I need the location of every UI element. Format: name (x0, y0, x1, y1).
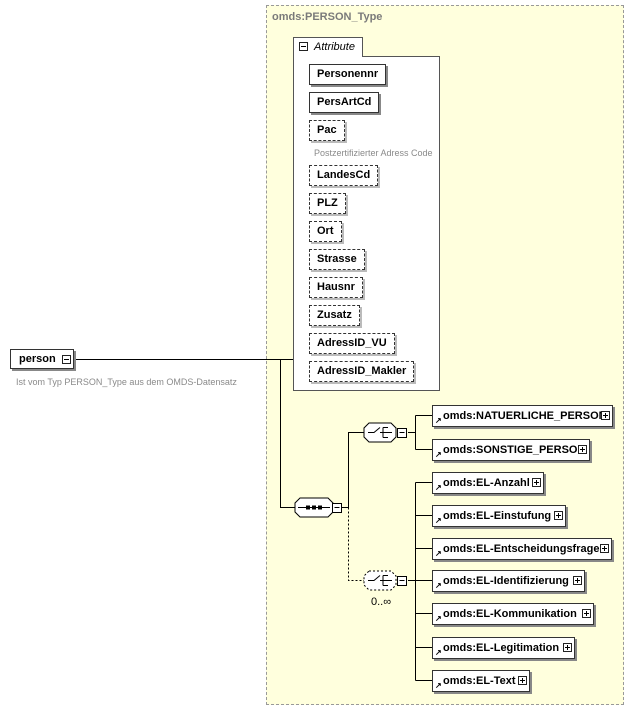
reference-arrow-icon: ↗ (435, 450, 442, 459)
element-natuerliche-person[interactable]: ↗ omds:NATUERLICHE_PERSON (432, 405, 613, 427)
attribute-hausnr[interactable]: Hausnr (309, 277, 363, 298)
element-label: omds:EL-Kommunikation (443, 608, 577, 620)
element-label: omds:EL-Anzahl (443, 477, 530, 489)
element-label: omds:EL-Identifizierung (443, 575, 569, 587)
element-el-text[interactable]: ↗ omds:EL-Text (432, 670, 530, 692)
optional-choice-compositor[interactable] (363, 570, 397, 591)
attribute-personennr[interactable]: Personennr (309, 64, 387, 85)
expand-icon[interactable] (573, 576, 582, 585)
expand-icon[interactable] (563, 643, 572, 652)
root-element-label: person (19, 353, 56, 365)
collapse-icon[interactable] (299, 42, 308, 51)
element-el-identifizierung[interactable]: ↗ omds:EL-Identifizierung (432, 570, 585, 592)
element-label: omds:NATUERLICHE_PERSON (443, 410, 607, 422)
expand-icon[interactable] (600, 544, 609, 553)
element-sonstige-person[interactable]: ↗ omds:SONSTIGE_PERSON (432, 439, 590, 461)
root-element-note: Ist vom Typ PERSON_Type aus dem OMDS-Dat… (16, 377, 237, 387)
attribute-adressid-vu[interactable]: AdressID_VU (309, 333, 395, 354)
attribute-plz[interactable]: PLZ (309, 193, 346, 214)
attribute-persartcd[interactable]: PersArtCd (309, 92, 380, 113)
element-label: omds:EL-Entscheidungsfrage (443, 543, 600, 555)
root-element-person[interactable]: person (10, 349, 74, 369)
choice-toggle[interactable] (397, 428, 407, 438)
element-el-legitimation[interactable]: ↗ omds:EL-Legitimation (432, 637, 575, 659)
reference-arrow-icon: ↗ (435, 549, 442, 558)
attribute-landescd[interactable]: LandesCd (309, 165, 379, 186)
reference-arrow-icon: ↗ (435, 483, 442, 492)
collapse-icon[interactable] (62, 355, 71, 364)
connector-lines (74, 359, 432, 681)
element-label: omds:SONSTIGE_PERSON (443, 444, 586, 456)
element-el-einstufung[interactable]: ↗ omds:EL-Einstufung (432, 505, 566, 527)
expand-icon[interactable] (578, 445, 587, 454)
optional-connector (348, 507, 364, 581)
occurrence-label: 0..∞ (371, 596, 392, 608)
expand-icon[interactable] (601, 411, 610, 420)
attribute-pac[interactable]: Pac (309, 120, 345, 141)
element-label: omds:EL-Legitimation (443, 642, 560, 654)
expand-icon[interactable] (554, 511, 563, 520)
attribute-zusatz[interactable]: Zusatz (309, 305, 360, 326)
optional-choice-toggle[interactable] (397, 576, 407, 586)
choice-compositor[interactable] (363, 422, 397, 443)
attribute-ort[interactable]: Ort (309, 221, 342, 242)
reference-arrow-icon: ↗ (435, 581, 442, 590)
reference-arrow-icon: ↗ (435, 416, 442, 425)
attribute-pac-note: Postzertifizierter Adress Code (314, 148, 433, 158)
element-el-anzahl[interactable]: ↗ omds:EL-Anzahl (432, 472, 544, 494)
expand-icon[interactable] (518, 676, 527, 685)
reference-arrow-icon: ↗ (435, 614, 442, 623)
attribute-tab-label: Attribute (314, 41, 355, 53)
element-el-entscheidungsfrage[interactable]: ↗ omds:EL-Entscheidungsfrage (432, 538, 612, 560)
reference-arrow-icon: ↗ (435, 681, 442, 690)
element-el-kommunikation[interactable]: ↗ omds:EL-Kommunikation (432, 603, 594, 625)
sequence-compositor[interactable] (294, 497, 334, 518)
attribute-tab[interactable]: Attribute (293, 37, 363, 57)
expand-icon[interactable] (582, 609, 591, 618)
attribute-strasse[interactable]: Strasse (309, 249, 365, 270)
element-label: omds:EL-Text (443, 675, 516, 687)
element-label: omds:EL-Einstufung (443, 510, 552, 522)
expand-icon[interactable] (532, 478, 541, 487)
reference-arrow-icon: ↗ (435, 648, 442, 657)
sequence-toggle[interactable] (332, 503, 342, 513)
attribute-adressid-makler[interactable]: AdressID_Makler (309, 361, 415, 382)
reference-arrow-icon: ↗ (435, 516, 442, 525)
type-title: omds:PERSON_Type (272, 11, 383, 23)
